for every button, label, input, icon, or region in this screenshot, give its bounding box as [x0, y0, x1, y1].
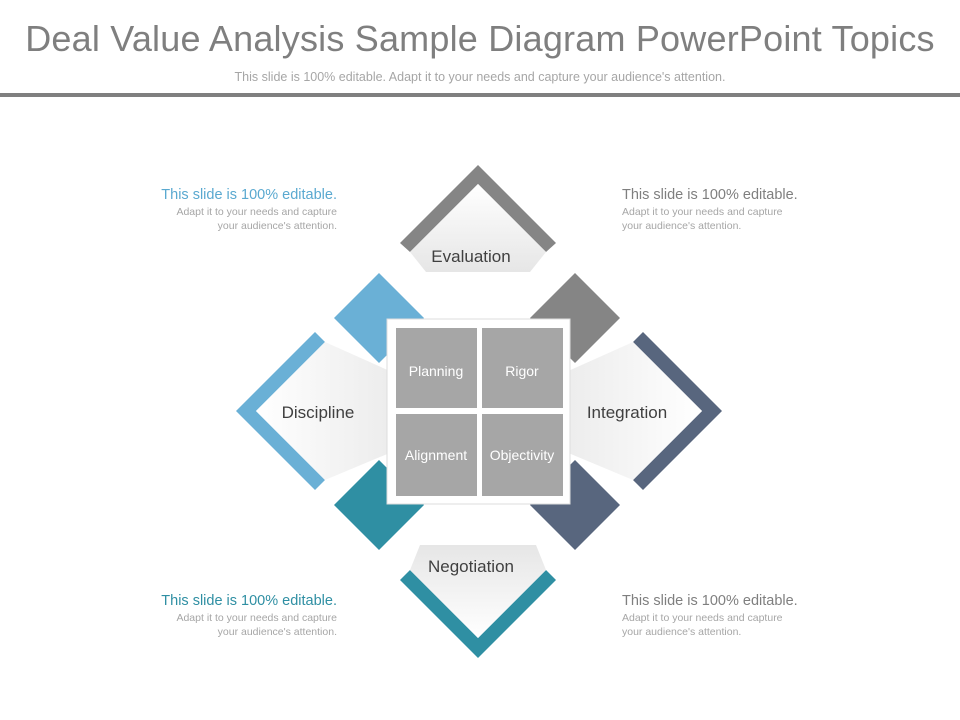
note-bottom-right-line-1: Adapt it to your needs and capture: [622, 612, 783, 624]
note-bottom-left: This slide is 100% editable. Adapt it to…: [107, 593, 337, 639]
page-title: Deal Value Analysis Sample Diagram Power…: [25, 18, 935, 59]
note-top-left-line-2: your audience's attention.: [217, 220, 337, 232]
note-top-right-heading: This slide is 100% editable.: [622, 187, 798, 203]
cell-rigor: [482, 328, 563, 408]
label-alignment: Alignment: [405, 447, 467, 463]
note-bottom-left-body: Adapt it to your needs and capture your …: [107, 611, 337, 639]
label-rigor: Rigor: [505, 363, 539, 379]
label-integration: Integration: [587, 403, 667, 422]
note-bottom-right-heading: This slide is 100% editable.: [622, 593, 798, 609]
note-top-left-line-1: Adapt it to your needs and capture: [176, 206, 337, 218]
cell-planning: [396, 328, 477, 408]
petal-discipline: Discipline: [236, 332, 392, 490]
note-bottom-left-heading: This slide is 100% editable.: [161, 593, 337, 609]
note-bottom-left-line-1: Adapt it to your needs and capture: [176, 612, 337, 624]
note-top-right: This slide is 100% editable. Adapt it to…: [622, 187, 852, 233]
label-objectivity: Objectivity: [490, 447, 555, 463]
petal-negotiation: Negotiation: [400, 545, 556, 658]
note-top-left-heading: This slide is 100% editable.: [161, 187, 337, 203]
page-subtitle: This slide is 100% editable. Adapt it to…: [234, 70, 726, 84]
note-top-right-line-2: your audience's attention.: [622, 220, 742, 232]
title-divider: [0, 93, 960, 97]
petal-integration: Integration: [566, 332, 722, 490]
petal-evaluation: Evaluation: [400, 165, 556, 272]
note-bottom-left-line-2: your audience's attention.: [217, 626, 337, 638]
label-evaluation: Evaluation: [431, 247, 510, 266]
note-top-left-body: Adapt it to your needs and capture your …: [107, 205, 337, 233]
note-bottom-right-line-2: your audience's attention.: [622, 626, 742, 638]
label-negotiation: Negotiation: [428, 557, 514, 576]
note-bottom-right: This slide is 100% editable. Adapt it to…: [622, 593, 852, 639]
label-discipline: Discipline: [282, 403, 355, 422]
note-top-right-body: Adapt it to your needs and capture your …: [622, 205, 852, 233]
center-grid: Planning Rigor Alignment Objectivity: [386, 318, 571, 505]
cell-alignment: [396, 414, 477, 496]
note-top-left: This slide is 100% editable. Adapt it to…: [107, 187, 337, 233]
label-planning: Planning: [409, 363, 464, 379]
note-top-right-line-1: Adapt it to your needs and capture: [622, 206, 783, 218]
note-bottom-right-body: Adapt it to your needs and capture your …: [622, 611, 852, 639]
cell-objectivity: [482, 414, 563, 496]
